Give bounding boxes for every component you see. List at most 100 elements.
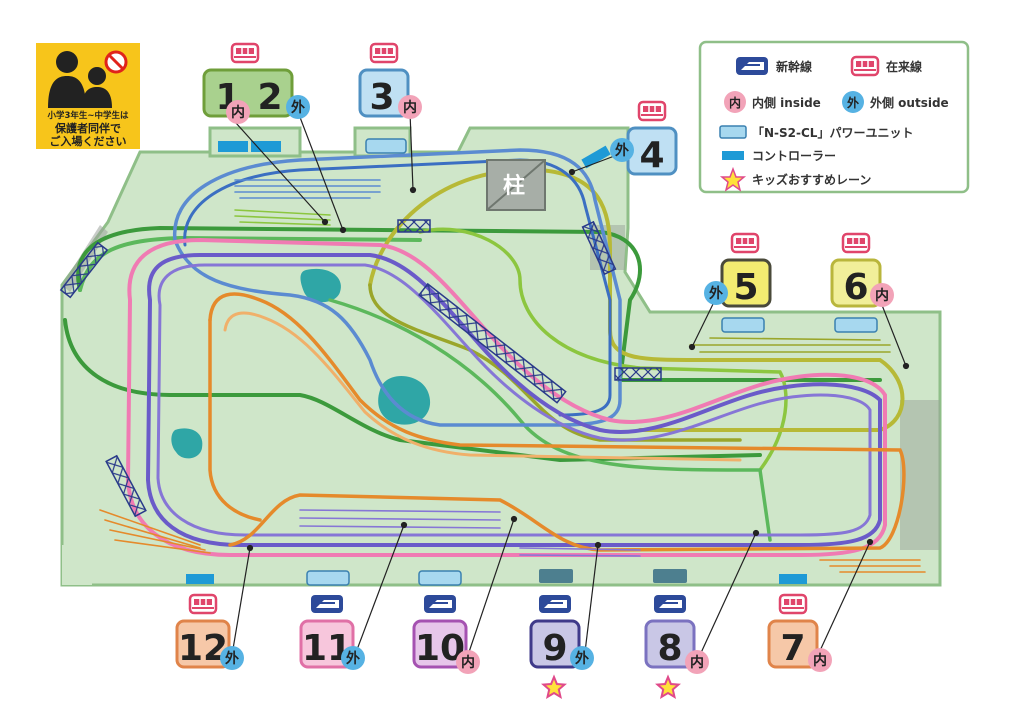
zairaisen-icon <box>850 55 880 77</box>
zairaisen-icon <box>188 593 218 615</box>
lane-11: 11外 <box>302 628 365 670</box>
pond <box>378 375 431 425</box>
shinkansen-icon <box>539 595 571 613</box>
age-notice-sign: 小学3年生~中学生は 保護者同伴で ご入場ください <box>36 43 140 149</box>
lane-side-mark: 外 <box>575 650 589 667</box>
legend-outside-text: 外側 outside <box>870 95 949 110</box>
lane-side-mark: 内 <box>461 654 475 671</box>
lane-10: 10内 <box>415 628 480 674</box>
legend-controller: コントローラー <box>752 149 836 163</box>
lane-box <box>299 619 355 669</box>
pond <box>171 428 203 459</box>
table-notch <box>62 545 92 585</box>
pond <box>300 268 341 303</box>
lane-label-7 <box>767 593 819 669</box>
notice-line-1: 小学3年生~中学生は <box>46 110 129 121</box>
shinkansen-icon <box>424 595 456 613</box>
kids-star-icon <box>541 674 567 699</box>
inside-marker-icon <box>226 100 250 124</box>
lane-side-mark: 外 <box>225 650 239 667</box>
outside-marker-icon <box>704 281 728 305</box>
inside-marker-icon <box>398 95 422 119</box>
legend-outside-mark: 外 <box>847 95 859 110</box>
outside-marker-icon <box>341 646 365 670</box>
controller-marker <box>779 574 807 584</box>
lane-number: 7 <box>780 628 805 669</box>
lane-box <box>529 619 581 669</box>
inside-marker-icon <box>685 650 709 674</box>
zairaisen-icon <box>730 232 760 254</box>
power-unit-marker <box>539 569 573 583</box>
lane-4: 4外 <box>610 135 665 176</box>
inside-marker-icon <box>870 283 894 307</box>
inside-marker-icon <box>808 648 832 672</box>
legend-shinkansen: 新幹線 <box>776 59 812 74</box>
power-unit-marker <box>721 317 765 333</box>
lane-side-mark: 外 <box>615 142 629 159</box>
legend-power-unit: 「N-S2-CL」パワーユニット <box>752 125 913 140</box>
lane-box <box>767 619 819 669</box>
outside-marker-icon <box>610 138 634 162</box>
power-unit-icon <box>719 125 747 139</box>
lane-box <box>830 258 882 308</box>
controller-marker <box>251 141 281 152</box>
legend-kids: キッズおすすめレーン <box>752 172 871 187</box>
lane-label-3 <box>358 42 410 118</box>
power-unit-marker <box>418 570 462 586</box>
lane-number: 8 <box>657 628 682 669</box>
zairaisen-icon <box>841 232 871 254</box>
controller-icon <box>722 151 744 160</box>
power-unit-marker <box>653 569 687 583</box>
notice-line-3: ご入場ください <box>50 134 127 148</box>
lane-number: 4 <box>639 135 664 176</box>
lane-label-10 <box>412 595 468 669</box>
lane-box <box>358 68 410 118</box>
controller-marker <box>581 145 611 169</box>
lane-label-12 <box>175 593 231 669</box>
lane-number: 3 <box>369 77 394 118</box>
bridges <box>59 219 662 518</box>
outside-marker-icon <box>286 95 310 119</box>
lane-number: 6 <box>843 267 868 308</box>
pillar-label: 柱 <box>503 174 525 199</box>
lane-box <box>644 619 696 669</box>
lane-side-mark: 内 <box>875 287 889 304</box>
lane-number: 12 <box>178 628 228 669</box>
lane-side-mark: 外 <box>346 650 360 667</box>
lane-box <box>175 619 231 669</box>
inside-marker-icon <box>456 650 480 674</box>
legend-inside-mark: 内 <box>729 95 741 110</box>
inside-marker-icon <box>724 91 746 113</box>
lane-number: 2 <box>257 77 282 118</box>
lane-1: 1内 <box>215 77 250 124</box>
wall-section <box>900 400 940 550</box>
lane-box <box>412 619 468 669</box>
lane-label-6 <box>830 232 882 308</box>
zairaisen-icon <box>637 100 667 122</box>
legend-zairaisen: 在来線 <box>886 59 922 74</box>
kids-star-icon <box>655 674 681 699</box>
power-unit-marker <box>834 317 878 333</box>
zairaisen-icon <box>778 593 808 615</box>
power-unit-marker <box>306 570 350 586</box>
lane-side-mark: 内 <box>813 652 827 669</box>
legend: 新幹線 在来線 内 内側 inside 外 外側 outside 「N-S2-C… <box>698 40 970 194</box>
power-unit-marker <box>365 138 407 154</box>
star-icon <box>719 166 747 192</box>
lane-number: 5 <box>733 267 758 308</box>
controller-marker <box>186 574 214 584</box>
lane-5: 5外 <box>704 267 759 308</box>
lane-12: 12外 <box>178 628 244 670</box>
shinkansen-icon <box>654 595 686 613</box>
zairaisen-icon <box>230 42 260 64</box>
lane-number: 9 <box>542 628 567 669</box>
table-equipment <box>186 138 878 586</box>
zairaisen-icon <box>369 42 399 64</box>
lane-label-8 <box>644 595 696 669</box>
